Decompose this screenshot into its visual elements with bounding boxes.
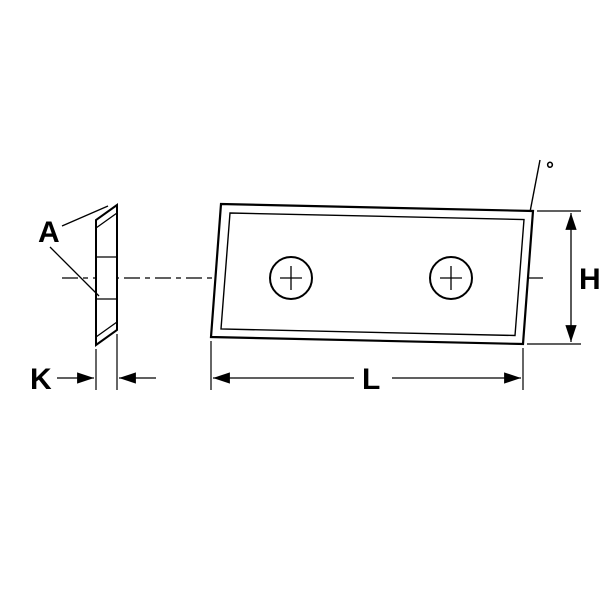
degree-symbol: ° [546, 159, 554, 181]
label-a-leader-upper [61, 205, 109, 227]
dimension-label-h: H [579, 263, 600, 296]
side-view-bevel-line-bottom [95, 321, 118, 338]
front-view [209, 202, 535, 346]
dimension-k: K [30, 334, 156, 396]
hole-left [269, 256, 313, 300]
dimension-label-a: A [38, 216, 60, 249]
dimension-h: H [527, 210, 600, 345]
edge-angle-line [529, 159, 541, 213]
dimension-l: L [210, 341, 524, 396]
label-a-leader-lower [49, 246, 100, 297]
side-view-bevel-line-top [95, 212, 118, 229]
hole-right [429, 256, 473, 300]
dimension-label-k: K [30, 363, 52, 396]
side-view [95, 203, 118, 347]
side-view-outline [95, 203, 118, 347]
dimension-label-l: L [362, 363, 380, 396]
front-view-bevel-outline [220, 212, 525, 337]
bevel-callout: A [38, 205, 109, 297]
edge-angle-callout: ° [529, 159, 554, 213]
